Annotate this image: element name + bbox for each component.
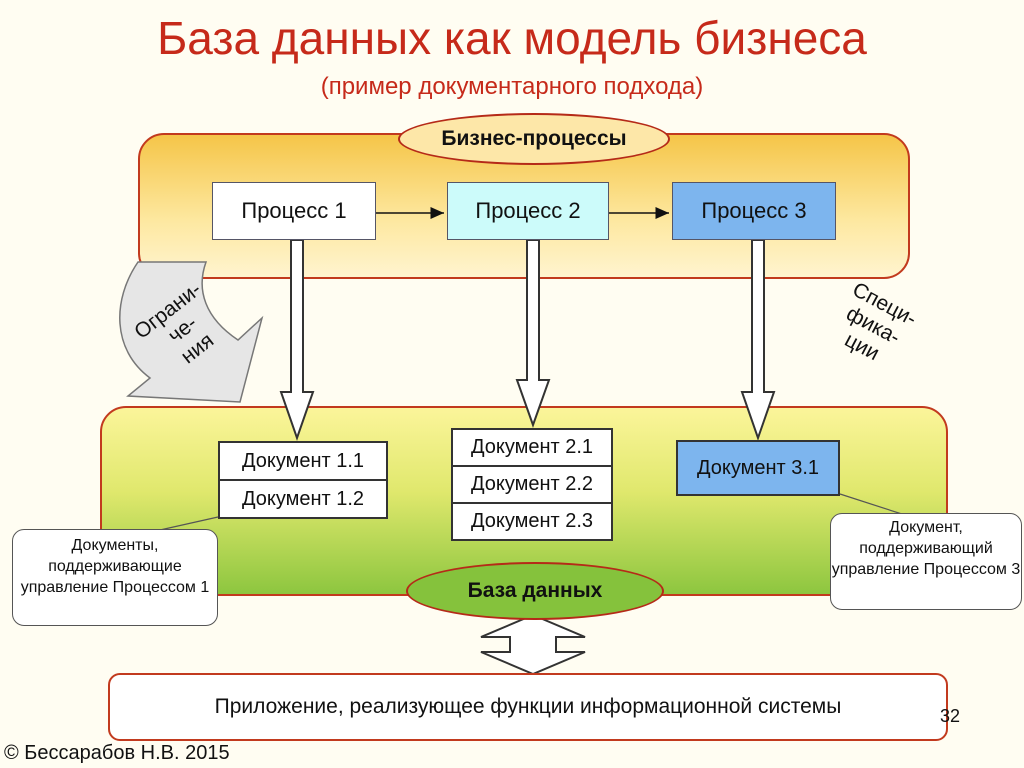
application-box: Приложение, реализующее функции информац… bbox=[108, 673, 948, 741]
down-arrow-proc2 bbox=[515, 239, 551, 428]
slide-title: База данных как модель бизнеса bbox=[157, 12, 867, 64]
restrictions-arrow bbox=[119, 261, 264, 403]
process-2-box: Процесс 2 bbox=[447, 182, 609, 240]
document-2-3: Документ 2.3 bbox=[451, 502, 613, 541]
slide-subtitle: (пример документарного подхода) bbox=[320, 73, 704, 100]
callout-left-pointer bbox=[159, 516, 219, 531]
process-1-box: Процесс 1 bbox=[212, 182, 376, 240]
database-label: База данных bbox=[406, 562, 664, 620]
callout-process-1-documents: Документы, поддерживающие управление Про… bbox=[12, 529, 218, 626]
page-number: 32 bbox=[940, 706, 961, 726]
down-arrow-proc1 bbox=[279, 239, 315, 442]
copyright-text: © Бессарабов Н.В. 2015 bbox=[4, 742, 230, 764]
db-app-double-arrow bbox=[480, 613, 586, 676]
business-processes-label: Бизнес-процессы bbox=[398, 113, 670, 165]
callout-process-3-document: Документ, поддерживающий управление Проц… bbox=[830, 513, 1022, 610]
document-1-2: Документ 1.2 bbox=[218, 479, 388, 519]
document-3-1: Документ 3.1 bbox=[676, 440, 840, 496]
document-2-2: Документ 2.2 bbox=[451, 465, 613, 504]
down-arrow-proc3 bbox=[740, 239, 776, 442]
process-3-box: Процесс 3 bbox=[672, 182, 836, 240]
callout-right-pointer bbox=[839, 493, 906, 516]
document-1-1: Документ 1.1 bbox=[218, 441, 388, 481]
document-2-1: Документ 2.1 bbox=[451, 428, 613, 467]
